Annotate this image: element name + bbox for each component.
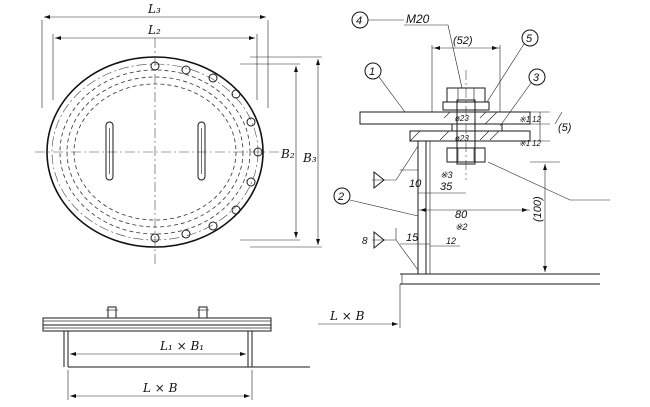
bolt-holes <box>150 61 263 243</box>
balloon-3: 3 <box>499 68 546 127</box>
dia-23-upper: ø23 <box>455 114 469 123</box>
dimension-L2: L₂ <box>52 23 258 100</box>
bolt-shank <box>456 99 476 165</box>
top-washer <box>442 101 490 111</box>
note-x1-lower: ※1 <box>519 139 530 148</box>
dimension-LxB-bottom: L × B <box>67 370 253 400</box>
dim-LxB-bottom-label: L × B <box>142 381 178 395</box>
frame-vertical <box>417 140 427 275</box>
dim-B3-label: B₃ <box>302 151 317 165</box>
bolt-hole <box>231 89 241 99</box>
dimension-100: (100) <box>530 161 560 272</box>
dim-12-lower: 12 <box>532 139 541 148</box>
elevation-view: L₁ × B₁ L × B <box>42 306 310 400</box>
dimension-lower-stack: 10 ※3 35 80 ※2 15 12 <box>400 169 530 247</box>
dim-B2-label: B₂ <box>280 147 295 161</box>
bolt-hole <box>181 65 191 75</box>
dimension-L1B1: L₁ × B₁ <box>70 339 246 356</box>
dim-L2-label: L₂ <box>147 23 161 37</box>
dimension-B2: B₂ <box>240 63 300 241</box>
bolt-hole <box>150 233 160 243</box>
balloon-5: 5 <box>486 29 539 103</box>
dim-35-label: 35 <box>440 181 453 193</box>
bolt-hole <box>208 221 218 231</box>
handle-right <box>197 306 209 319</box>
dim-5-label: (5) <box>558 122 572 134</box>
dia-23-lower: ø23 <box>455 134 469 143</box>
dim-L3-label: L₃ <box>147 2 161 16</box>
svg-text:1: 1 <box>369 66 375 78</box>
dim-12-upper: 12 <box>532 115 541 124</box>
bottom-nut <box>446 147 486 163</box>
handle-slot-left <box>105 121 114 181</box>
bolt-hole <box>231 205 241 215</box>
gasket-leader <box>487 161 610 201</box>
balloon-2: 2 <box>333 187 419 217</box>
bolt-hole <box>150 61 160 71</box>
bolt-hole <box>181 229 191 239</box>
gasket <box>451 123 503 132</box>
balloon-1: 1 <box>364 62 406 113</box>
dim-52-label: (52) <box>453 35 473 47</box>
svg-text:4: 4 <box>356 15 362 27</box>
note-x3: ※3 <box>440 170 453 180</box>
svg-text:3: 3 <box>533 72 540 84</box>
dim-15-label: 15 <box>406 232 419 244</box>
dim-10-label: 10 <box>409 178 422 190</box>
plan-view: L₃ L₂ B₂ B₃ <box>35 2 322 265</box>
balloon-4: 4 <box>351 11 404 29</box>
bolt-hole <box>208 73 218 83</box>
handle-slot-right <box>197 121 206 181</box>
detail-flange-plate <box>409 130 531 142</box>
weld-symbol-upper <box>372 145 419 190</box>
svg-text:5: 5 <box>526 33 533 45</box>
section-detail: ø23 ø23 M20 (52) ※1 12 ※1 12 (5) <box>318 11 610 328</box>
section-hatching <box>409 111 500 142</box>
dim-LxB-detail-label: L × B <box>329 309 365 323</box>
cover-plate <box>42 317 272 326</box>
dim-12-bottom-label: 12 <box>446 236 456 246</box>
bolt-hole <box>246 177 256 187</box>
dimension-B3: B₃ <box>250 56 322 248</box>
weld-size-8: 8 <box>362 236 368 247</box>
dim-80-label: 80 <box>455 209 468 221</box>
detail-cover-plate <box>359 111 531 125</box>
svg-text:2: 2 <box>337 191 344 203</box>
bolt-hole <box>246 117 256 127</box>
dim-100-label: (100) <box>532 196 544 222</box>
weld-symbol-lower: 8 <box>362 228 419 271</box>
dim-L1B1-label: L₁ × B₁ <box>159 339 204 353</box>
note-x1-upper: ※1 <box>519 115 530 124</box>
bolt-size-label: M20 <box>406 12 430 26</box>
note-x2: ※2 <box>455 222 468 232</box>
dimension-52: (52) <box>431 35 501 112</box>
dimension-right-12s: ※1 12 ※1 12 (5) <box>519 111 572 148</box>
handle-left <box>106 306 118 319</box>
bolt-leader <box>404 24 463 89</box>
dimension-LxB-detail: L × B <box>318 284 401 328</box>
bolt-hole <box>253 147 263 157</box>
